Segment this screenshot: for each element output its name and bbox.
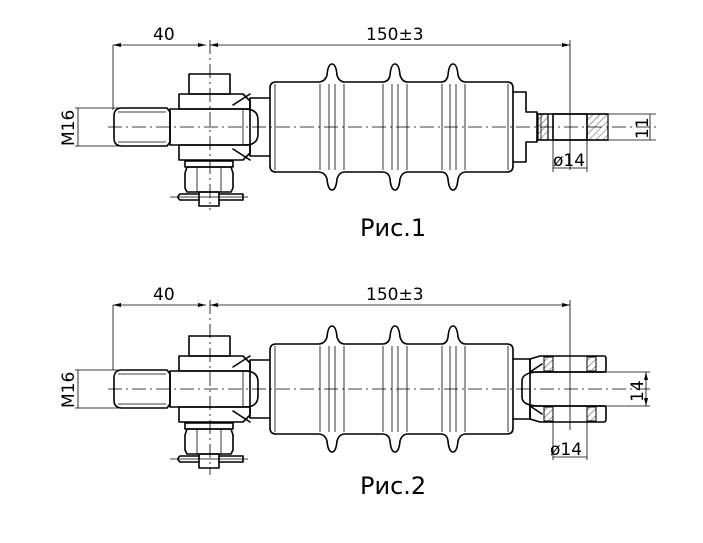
prong-section <box>543 356 554 372</box>
washer <box>184 160 234 168</box>
bolt-head-top <box>188 335 231 357</box>
dimension-total-length: 150±3 <box>210 285 571 430</box>
dim-14-label: 14 <box>628 380 648 402</box>
bolt-tail <box>198 453 220 469</box>
neck <box>249 359 271 419</box>
dim-150-label: 150±3 <box>366 25 424 45</box>
bolt-tail <box>198 191 220 207</box>
dimension-thread: M16 <box>59 107 120 147</box>
dimension-hole-diameter: ø14 <box>550 422 588 460</box>
insulator-housing <box>269 63 514 191</box>
figure-2-caption: Рис.2 <box>360 472 426 500</box>
end-fitting-base <box>512 91 538 163</box>
shed-lines <box>274 84 509 170</box>
end-fitting-base <box>512 358 531 420</box>
threaded-stud <box>113 369 171 409</box>
dimension-left-length: 40 <box>112 285 206 370</box>
dimension-total-length: 150±3 <box>210 25 571 170</box>
dim-d14-label: ø14 <box>550 440 582 460</box>
dim-m16-label: M16 <box>59 372 79 408</box>
figure-1-caption: Рис.1 <box>360 214 426 242</box>
prong-section <box>586 356 597 372</box>
dim-d14-label: ø14 <box>553 151 585 171</box>
prong-section <box>543 406 554 422</box>
insulator-housing <box>269 325 514 453</box>
dim-150-label: 150±3 <box>366 285 424 305</box>
hex-nut <box>184 166 234 193</box>
dimension-thread: M16 <box>59 369 120 409</box>
shed-lines <box>274 346 509 432</box>
clevis-slot <box>521 371 607 407</box>
eye-section-left <box>537 113 549 141</box>
dimension-hole-diameter: ø14 <box>552 140 588 172</box>
figure-1-insulator: 40 150±3 M16 <box>59 25 660 242</box>
bolt-head-top <box>188 73 231 95</box>
washer <box>184 422 234 430</box>
dimension-slot-width: 14 <box>606 371 650 407</box>
dimension-eye-thickness: 11 <box>608 113 656 141</box>
dim-40-label: 40 <box>153 285 175 305</box>
dim-11-label: 11 <box>633 117 653 139</box>
prong-section <box>586 406 597 422</box>
neck <box>249 97 271 157</box>
threaded-stud <box>113 107 171 147</box>
hex-nut <box>184 428 234 455</box>
dim-40-label: 40 <box>153 25 175 45</box>
figure-2-insulator: 40 150±3 M16 <box>59 285 650 500</box>
dim-m16-label: M16 <box>59 110 79 146</box>
eye-section-right <box>586 113 609 141</box>
dimension-left-length: 40 <box>112 25 206 110</box>
